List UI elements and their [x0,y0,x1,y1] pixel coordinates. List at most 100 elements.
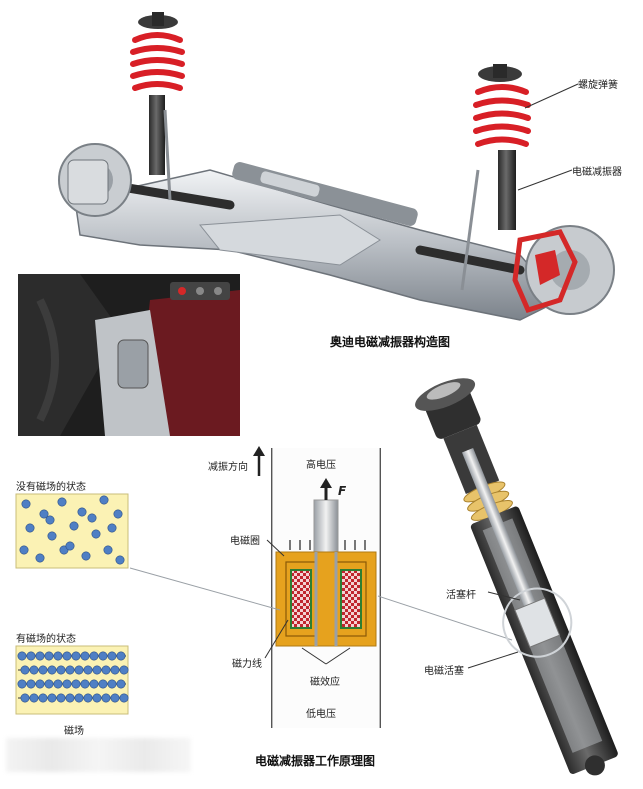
red-seat [147,290,240,436]
magnetic-particle [65,541,75,551]
magnetic-particle [89,651,99,661]
piston-leader-line [467,651,519,669]
label-piston-rod: 活塞杆 [446,590,476,601]
magnetic-particle [57,497,67,507]
magnetic-particle [116,651,126,661]
magnetic-particle [62,651,72,661]
principle-caption: 电磁减振器工作原理图 [255,754,376,768]
magnetic-particle [29,693,39,703]
principle-diagram [129,446,513,728]
magnetic-particle [81,551,91,561]
magnetic-particle [35,679,45,689]
magnetic-particle [101,665,111,675]
magnetic-particle [80,651,90,661]
label-em-piston: 电磁活塞 [424,666,464,677]
magnetic-particle [119,665,129,675]
label-with-field: 有磁场的状态 [16,634,76,645]
front-suspension-diagram [58,12,615,321]
magnetic-particle [83,693,93,703]
magnetic-particle [71,679,81,689]
suspension-caption: 奥迪电磁减振器构造图 [330,335,451,349]
label-em-coil: 电磁圈 [230,536,260,547]
magnetic-particle [53,679,63,689]
electromagnetic-piston [514,597,561,648]
left-coil-spring [130,32,185,91]
magnetic-particle [26,679,36,689]
right-knuckle-highlight [512,229,578,314]
magnetic-particle [87,513,97,523]
interior-photo [18,274,240,436]
magnetic-particle [65,693,75,703]
magnetic-particle [115,555,125,565]
right-damper-body [498,150,516,230]
magnetic-particle [74,665,84,675]
magnetic-particle [71,651,81,661]
magnetic-particle [107,523,117,533]
magnetic-particle [77,507,87,517]
left-damper-body [149,95,165,175]
magnetic-particle [107,679,117,689]
magnetic-particle [113,509,123,519]
magnetic-particle [19,545,29,555]
fluid-no-field-panel [15,493,129,569]
label-low-voltage: 低电压 [306,709,336,720]
right-coil-spring [473,84,531,147]
magnetic-particle [45,515,55,525]
magnetic-particle [53,651,63,661]
magnetic-particle [56,693,66,703]
magnetic-particle [99,495,109,505]
label-high-voltage: 高电压 [306,460,336,471]
label-em-damper: 电磁减振器 [572,167,622,178]
magnetic-particle [47,531,57,541]
damper-leader-line [517,169,573,191]
piston-rod-leader-line [487,591,521,601]
magnetic-particle [92,693,102,703]
magnetic-particle [119,693,129,703]
label-field: 磁场 [64,726,84,737]
magnetic-particle [92,665,102,675]
magnetic-particle [38,693,48,703]
label-no-field: 没有磁场的状态 [16,482,86,493]
label-coil-spring: 螺旋弹簧 [578,80,618,91]
magnetic-particle [35,553,45,563]
gear-selector [117,339,149,389]
magnetic-particle [107,651,117,661]
magnetic-particle [62,679,72,689]
magnetic-particle [35,651,45,661]
magnetic-particle [44,679,54,689]
piston-rod [313,499,339,553]
magnetic-particle [17,651,27,661]
magnetic-particle [98,679,108,689]
fluid-with-field-panel [15,645,129,715]
magnetic-particle [17,679,27,689]
magnetic-particle [65,665,75,675]
magnetic-particle [83,665,93,675]
right-drive-shaft [415,245,525,275]
magnetic-particle [91,529,101,539]
magnetic-particle [25,523,35,533]
magnetic-particle [110,665,120,675]
magnetic-particle [38,665,48,675]
label-force: F [338,484,347,498]
magnetic-particle [89,679,99,689]
magnetic-particle [39,509,49,519]
magnetic-particle [98,651,108,661]
shock-piston-rod [461,447,537,611]
magnetic-particle [29,665,39,675]
magnetic-particle [21,499,31,509]
magnetic-particle [47,693,57,703]
magnetic-particle [74,693,84,703]
blurred-watermark [6,738,191,772]
label-magnetic-effect: 磁效应 [310,677,340,688]
magnetic-particle [20,665,30,675]
magnetic-particle [80,679,90,689]
spring-leader-line [524,83,579,109]
magnetic-particle [69,521,79,531]
magnetic-particle [116,679,126,689]
magnetic-particle [26,651,36,661]
label-field-line: 磁力线 [232,659,262,670]
label-damping-direction: 减振方向 [208,462,248,473]
magnetic-particle [47,665,57,675]
magnetic-particle [44,651,54,661]
